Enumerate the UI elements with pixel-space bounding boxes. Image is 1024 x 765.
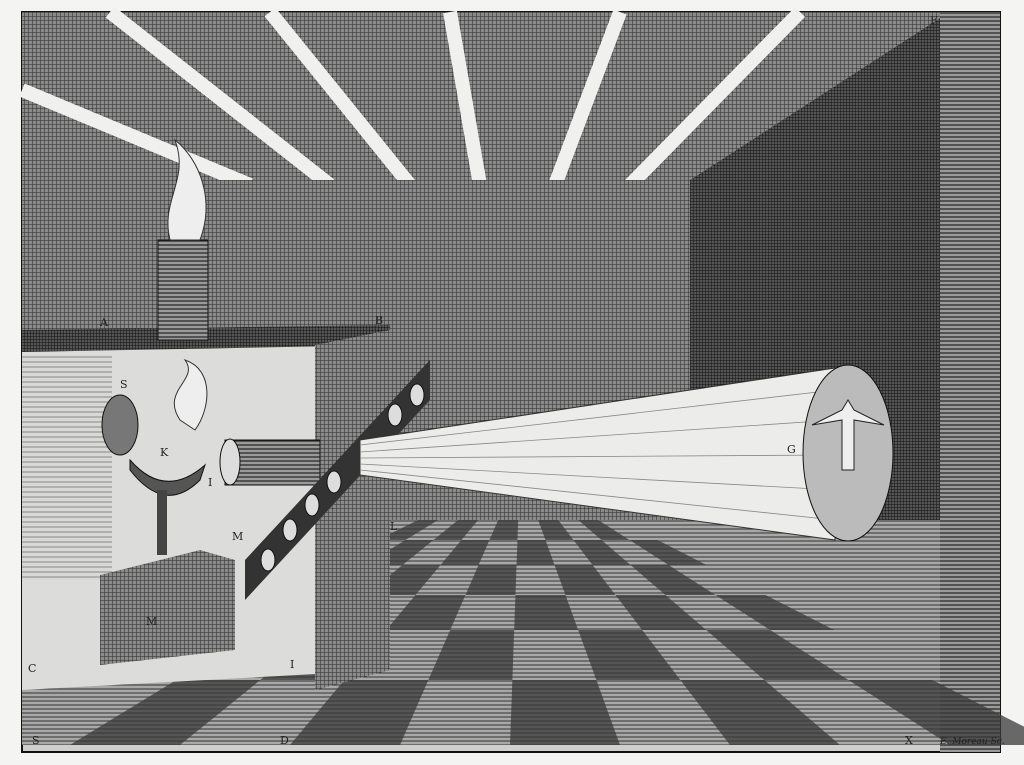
floor-tile (516, 540, 555, 565)
floor-tile (848, 680, 1024, 745)
floor-tile (578, 630, 681, 680)
oil-lamp (129, 458, 207, 496)
label-b: B (375, 314, 383, 327)
floor-tile (428, 630, 515, 680)
floor-tile (615, 595, 707, 630)
label-k: K (160, 446, 169, 459)
label-m-box: M (146, 615, 157, 628)
slide-images (260, 383, 425, 572)
floor-tile (433, 520, 479, 540)
label-g: G (787, 443, 796, 456)
label-a: A (99, 316, 109, 329)
floor-tile (715, 595, 835, 630)
floor-tile (70, 680, 261, 745)
floor-tile (514, 595, 579, 630)
label-m-slide: M (232, 530, 243, 543)
floor-tile (386, 595, 466, 630)
floor-tile (465, 565, 517, 595)
label-i-floor: I (290, 658, 294, 671)
box-inner-wall (22, 355, 112, 580)
chimney (157, 239, 209, 341)
floor-tile (578, 520, 630, 540)
label-c: C (28, 662, 36, 675)
projected-figure (811, 399, 885, 471)
box-m (100, 550, 235, 665)
floor-tile (706, 630, 849, 680)
floor-tile (680, 680, 840, 745)
label-s-floor: S (32, 734, 40, 747)
floor-tile (377, 520, 439, 540)
floor-tile (538, 520, 574, 540)
floor-tile (489, 520, 519, 540)
lamp-smoke (173, 359, 208, 431)
lens-tube (219, 438, 321, 486)
floor-tile (290, 680, 429, 745)
floor-tile (554, 565, 616, 595)
light-beam (359, 367, 836, 541)
smoke (167, 138, 207, 241)
floor-tile (440, 540, 490, 565)
lamp-stand (157, 490, 167, 555)
floor-tile (629, 540, 707, 565)
wall-edge (940, 12, 1000, 752)
engraver-signature: E. Moreau Sc. (939, 737, 1005, 747)
label-i-lamp: I (208, 476, 212, 489)
floor-tile (510, 680, 620, 745)
beam-rays (359, 389, 836, 521)
ceiling-beams (19, 6, 805, 192)
label-l: L (390, 520, 398, 533)
label-x: X (905, 734, 913, 747)
floor-tile (573, 540, 631, 565)
label-s: S (120, 378, 128, 391)
concave-mirror (101, 394, 139, 456)
label-f: F (930, 14, 938, 27)
floor-tile (630, 565, 716, 595)
label-d: D (280, 734, 289, 747)
lantern-box-side (315, 330, 390, 690)
